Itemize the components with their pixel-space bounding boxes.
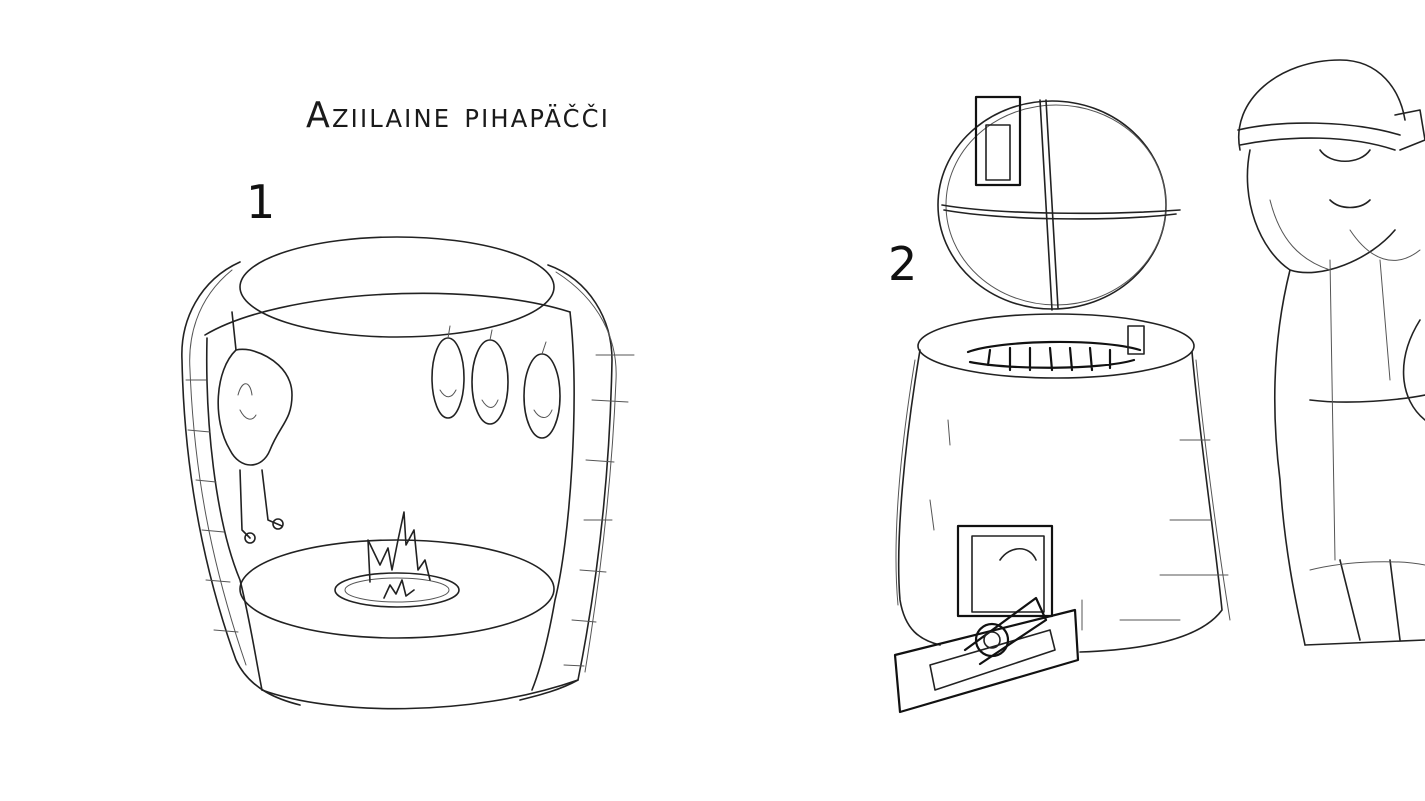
oven-right-wall: [519, 264, 613, 701]
person-figure: [1237, 59, 1425, 646]
oven-ash-tray: [893, 596, 1080, 714]
oven-top-rim: [239, 236, 555, 338]
oven-lid: [937, 95, 1181, 311]
oven-floor: [239, 539, 555, 639]
oven-body: [897, 349, 941, 646]
sketch-title: Aziilaine pihapäčči: [306, 95, 610, 136]
oven-firebox: [956, 524, 1054, 618]
oven-brick-lines-2: [929, 419, 1229, 631]
oven-inner-wall: [204, 292, 571, 336]
oven-left-wall-sketch: [189, 269, 247, 666]
hanging-chicken: [217, 311, 293, 544]
oven-top: [917, 313, 1195, 379]
oven-left-wall: [181, 261, 301, 706]
oven-right-wall-sketch: [555, 271, 617, 673]
oven-body-right: [1079, 351, 1223, 653]
label-one: 1: [246, 175, 275, 229]
label-two: 2: [888, 237, 917, 291]
fire-pit-inner: [344, 577, 450, 603]
hanging-meat: [431, 325, 561, 439]
oven-bottom: [261, 679, 579, 710]
oven-brick-lines: [185, 354, 635, 667]
fire-pit: [334, 572, 460, 608]
oven-grill: [966, 340, 1142, 372]
fire-flames: [367, 511, 431, 599]
oven-right-inner: [531, 311, 575, 691]
oven-cutaway-drawing: [181, 236, 635, 710]
oven-exterior-drawing: [893, 59, 1425, 714]
oven-left-inner: [205, 337, 263, 691]
